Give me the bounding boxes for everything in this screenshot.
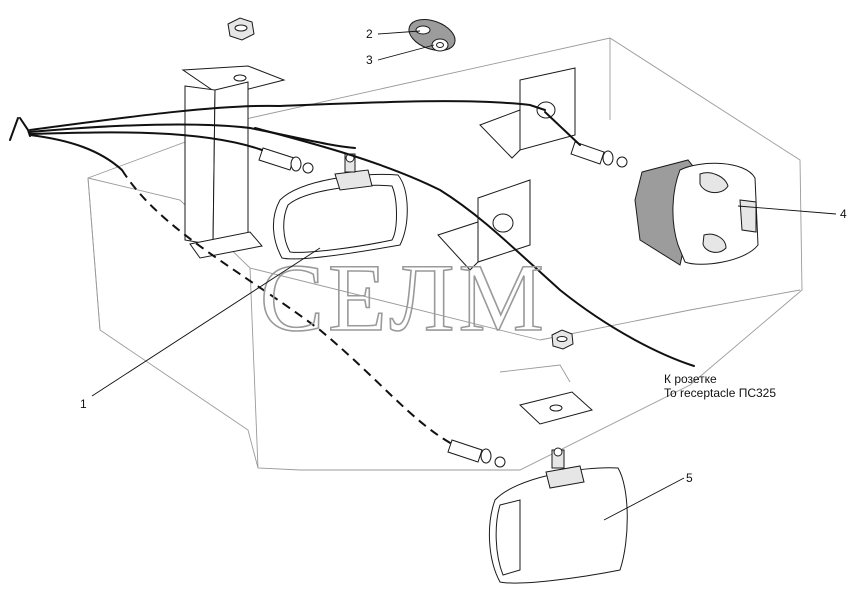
wire-connector-lower	[447, 439, 506, 468]
wiring-harness	[9, 100, 695, 445]
callout-label-4: 4	[840, 207, 847, 221]
callout-4: 4	[737, 205, 847, 221]
nut	[227, 17, 255, 41]
callout-5: 5	[603, 471, 693, 521]
callout-label-3: 3	[366, 53, 373, 67]
wire-connector-right	[570, 141, 628, 168]
wire-connector-upper	[258, 147, 314, 174]
callout-label-2: 2	[366, 27, 373, 41]
callout-label-1: 1	[80, 397, 87, 411]
receptacle-note: К розетке To receptacle ПС325	[664, 372, 776, 400]
callout-3: 3	[366, 44, 435, 67]
callout-2: 2	[366, 27, 421, 41]
socket-4	[634, 159, 759, 266]
fog-lamp-1	[273, 153, 408, 260]
watermark-text: СЕЛМ	[260, 244, 548, 351]
note-line-ru: К розетке	[664, 372, 717, 386]
callout-1: 1	[80, 247, 321, 411]
bracket-upper	[479, 67, 576, 159]
washer-assembly	[408, 18, 456, 52]
callout-label-5: 5	[686, 471, 693, 485]
note-line-en: To receptacle ПС325	[664, 386, 776, 400]
bracket-middle	[437, 179, 531, 271]
lower-mount	[518, 329, 594, 425]
fog-lamp-5	[488, 447, 628, 584]
